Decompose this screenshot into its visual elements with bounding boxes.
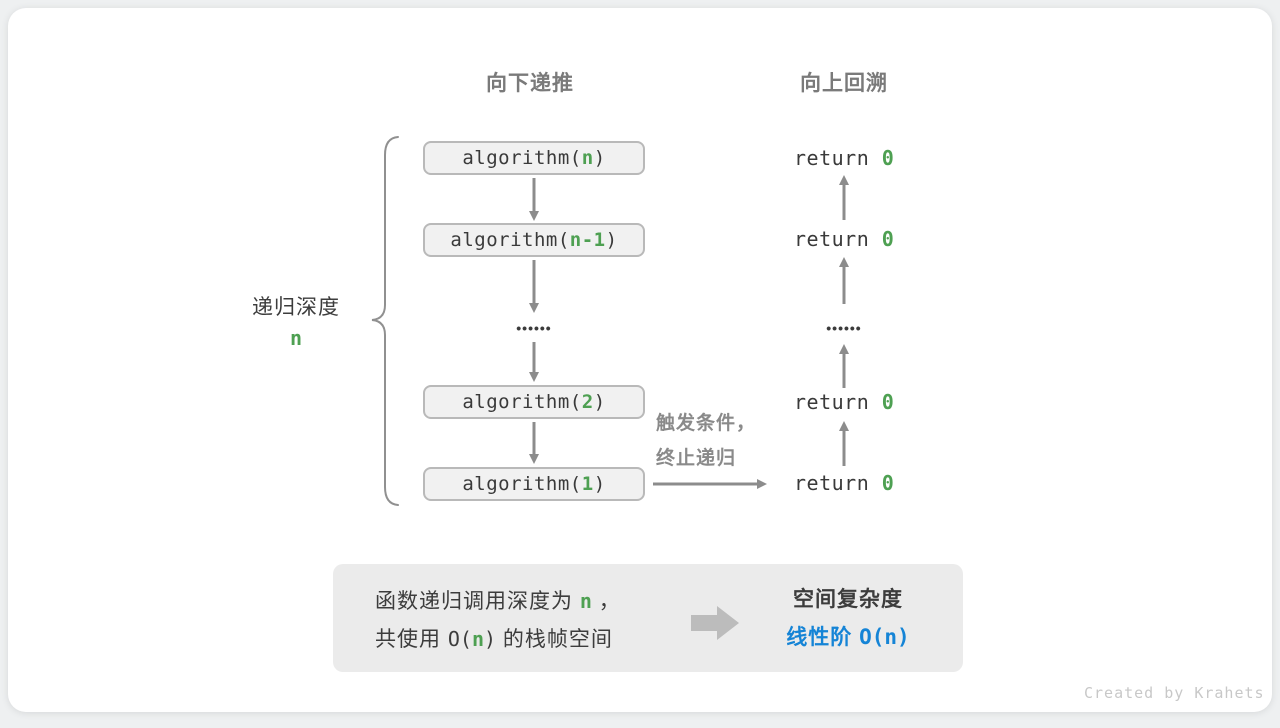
return-value: 0: [881, 146, 895, 170]
block-arrow-icon: [691, 615, 717, 631]
return-value: 0: [881, 471, 895, 495]
call-box-n: algorithm(n): [423, 141, 645, 175]
header-recurse-down: 向下递推: [486, 72, 574, 95]
call-box-text: ): [593, 391, 606, 413]
call-box-text: algorithm(: [462, 473, 582, 495]
call-box-arg: 2: [581, 391, 594, 413]
summary-n: n: [579, 589, 592, 613]
return-value: 0: [881, 227, 895, 251]
return-statement: return 0: [794, 145, 894, 171]
call-box-arg: 1: [581, 473, 594, 495]
depth-brace: [371, 136, 399, 506]
complexity-formula: O(n): [859, 625, 910, 649]
summary-text: ，: [591, 590, 621, 613]
base-case-note-line2: 终止递归: [656, 448, 737, 469]
call-box-arg: n: [581, 147, 594, 169]
header-backtrack-up: 向上回溯: [800, 72, 888, 95]
call-box-text: ): [605, 229, 618, 251]
summary-big-o: O(: [447, 627, 472, 651]
return-text: return: [794, 471, 882, 495]
return-statement: return 0: [794, 470, 894, 496]
depth-label: 递归深度: [252, 296, 340, 319]
summary-panel: 函数递归调用深度为 n ， 共使用 O(n) 的栈帧空间 空间复杂度 线性阶 O…: [333, 564, 963, 672]
return-text: return: [794, 227, 882, 251]
base-case-note: 触发条件， 终止递归: [656, 406, 756, 476]
diagram-card: 向下递推 向上回溯 递归深度 n algorithm(n) algorithm(…: [8, 8, 1272, 712]
summary-line1: 函数递归调用深度为 n ，: [375, 585, 621, 615]
return-statement: return 0: [794, 226, 894, 252]
complexity-title: 空间复杂度: [793, 588, 903, 611]
summary-text: 函数递归调用深度为: [375, 590, 580, 613]
return-value: 0: [881, 390, 895, 414]
call-box-arg: n-1: [569, 229, 606, 251]
complexity-result: 线性阶 O(n): [733, 621, 963, 651]
stack-ellipsis: ••••••: [516, 320, 552, 336]
return-ellipsis: ••••••: [826, 320, 862, 336]
call-box-text: ): [593, 147, 606, 169]
call-box-text: ): [593, 473, 606, 495]
summary-big-o: ): [483, 627, 497, 651]
complexity-order: 线性阶: [786, 626, 853, 649]
summary-text: 的栈帧空间: [496, 628, 613, 651]
summary-line2: 共使用 O(n) 的栈帧空间: [375, 623, 613, 653]
return-text: return: [794, 390, 882, 414]
summary-n: n: [471, 627, 484, 651]
block-arrow-icon: [717, 606, 739, 640]
depth-value: n: [289, 326, 303, 350]
call-box-text: algorithm(: [462, 147, 582, 169]
summary-text: 共使用: [375, 628, 448, 651]
call-box-1: algorithm(1): [423, 467, 645, 501]
call-box-text: algorithm(: [462, 391, 582, 413]
call-box-2: algorithm(2): [423, 385, 645, 419]
call-box-n-1: algorithm(n-1): [423, 223, 645, 257]
call-box-text: algorithm(: [450, 229, 570, 251]
return-statement: return 0: [794, 389, 894, 415]
return-text: return: [794, 146, 882, 170]
watermark: Created by Krahets: [1084, 684, 1265, 702]
base-case-note-line1: 触发条件，: [656, 413, 757, 434]
